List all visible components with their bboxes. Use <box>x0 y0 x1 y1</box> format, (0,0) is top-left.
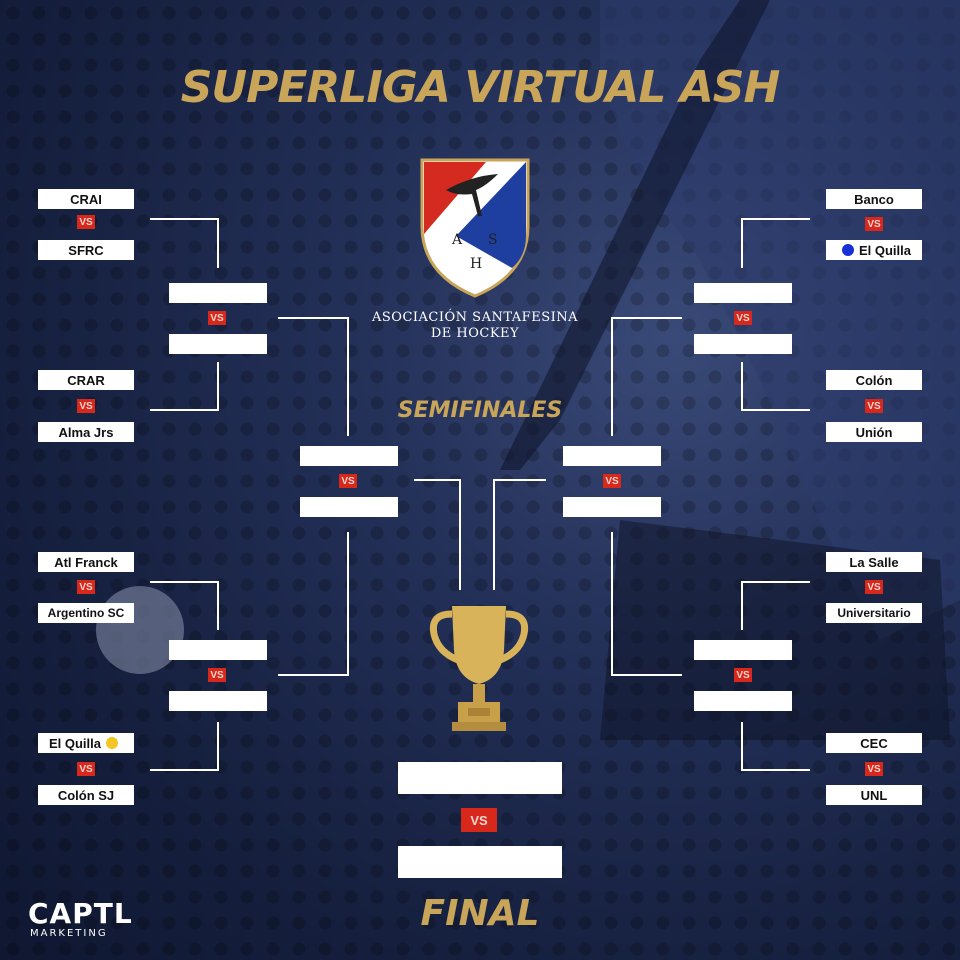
vs-badge: VS <box>865 217 883 231</box>
vs-badge: VS <box>865 399 883 413</box>
team-color-dot <box>841 244 854 256</box>
association-line-2: DE HOCKEY <box>430 326 520 341</box>
vs-badge: VS <box>77 580 95 594</box>
empty-slot <box>169 691 267 711</box>
team-slot: UNL <box>826 785 922 805</box>
team-slot: Argentino SC <box>38 603 134 623</box>
brand-logo: CAPTL MARKETING <box>28 897 133 940</box>
team-slot: SFRC <box>38 240 134 260</box>
vs-badge: VS <box>208 668 226 682</box>
team-slot: Colón SJ <box>38 785 134 805</box>
team-name: El Quilla <box>48 735 101 751</box>
empty-slot <box>300 497 398 517</box>
empty-slot <box>300 446 398 466</box>
team-name: El Quilla <box>858 242 911 258</box>
final-slot <box>398 762 562 794</box>
vs-badge: VS <box>77 399 95 413</box>
vs-badge: VS <box>77 215 95 229</box>
trophy-icon <box>429 606 529 731</box>
team-slot-with-dot: El Quilla <box>38 733 134 753</box>
vs-badge: VS <box>208 311 226 325</box>
team-slot: CRAR <box>38 370 134 390</box>
team-slot-with-dot: El Quilla <box>826 240 922 260</box>
empty-slot <box>169 640 267 660</box>
team-slot: CRAI <box>38 189 134 209</box>
final-slot <box>398 846 562 878</box>
hockey-stick-silhouette <box>500 0 770 470</box>
logo-letter-a: A <box>451 232 463 248</box>
team-slot: Unión <box>826 422 922 442</box>
brand-subtitle: MARKETING <box>30 928 108 939</box>
vs-badge: VS <box>865 762 883 776</box>
association-name: ASOCIACIÓN SANTAFESINA DE HOCKEY <box>330 310 620 342</box>
logo-letter-s: S <box>488 232 498 248</box>
ash-shield-logo: A S H <box>420 158 530 298</box>
vs-badge: VS <box>865 580 883 594</box>
vs-badge: VS <box>339 474 357 488</box>
empty-slot <box>694 283 792 303</box>
final-vs-badge: VS <box>461 808 497 832</box>
vs-badge: VS <box>734 668 752 682</box>
team-slot: CEC <box>826 733 922 753</box>
team-slot: Colón <box>826 370 922 390</box>
team-slot: Universitario <box>826 603 922 623</box>
empty-slot <box>694 640 792 660</box>
vs-badge: VS <box>603 474 621 488</box>
team-slot: La Salle <box>826 552 922 572</box>
shoe-silhouette <box>600 520 950 740</box>
team-slot: Atl Franck <box>38 552 134 572</box>
team-slot: Banco <box>826 189 922 209</box>
team-slot: Alma Jrs <box>38 422 134 442</box>
empty-slot <box>169 334 267 354</box>
logo-letter-h: H <box>470 256 482 272</box>
brand-mark: CAPTL <box>28 897 133 930</box>
empty-slot <box>563 497 661 517</box>
empty-slot <box>169 283 267 303</box>
empty-slot <box>694 334 792 354</box>
empty-slot <box>563 446 661 466</box>
vs-badge: VS <box>77 762 95 776</box>
empty-slot <box>694 691 792 711</box>
team-color-dot <box>106 737 118 749</box>
vs-badge: VS <box>734 311 752 325</box>
final-label: FINAL <box>420 893 540 934</box>
page-title: SUPERLIGA VIRTUAL ASH <box>180 62 781 113</box>
semifinals-label: SEMIFINALES <box>397 398 563 423</box>
association-line-1: ASOCIACIÓN SANTAFESINA <box>372 310 578 325</box>
